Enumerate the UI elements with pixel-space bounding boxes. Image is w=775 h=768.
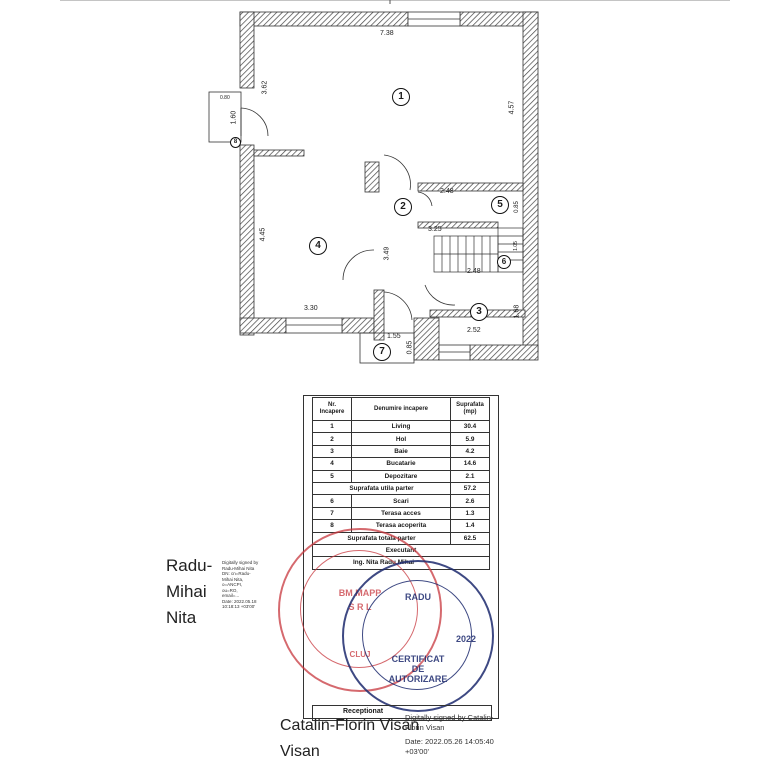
cell-name: Terasa acces [351, 506, 451, 521]
cell-area: 2.1 [450, 469, 490, 483]
room-number-5: 5 [491, 196, 509, 214]
blue-stamp-line-2: CERTIFICAT [391, 654, 445, 664]
header-area: Suprafata (mp) [450, 397, 490, 421]
dsig-line: Mihai Nita, [222, 576, 244, 582]
room-number-6: 6 [497, 255, 511, 269]
blue-stamp-line-3: DE [411, 664, 425, 674]
cell-nr: 1 [312, 419, 352, 434]
header-nr: Nr. Incapere [312, 397, 352, 421]
cell-name: Living [351, 419, 451, 434]
dsig-line: ou=RO, [222, 587, 238, 593]
dsig-line: Digitally signed by [222, 560, 259, 565]
dsig-line: DN: cn=Radu- [222, 571, 251, 576]
cell-nr: 3 [312, 444, 352, 459]
dim-terrace-h: 0.85 [406, 340, 414, 355]
room-number-7: 7 [373, 343, 391, 361]
dsig-line: Date: 2022.05.18 [222, 598, 257, 604]
cell-name: Bucatarie [351, 457, 451, 471]
cell-nr: 4 [312, 457, 352, 471]
room-number-2: 2 [394, 198, 412, 216]
signer-name-line-1: Radu- [166, 556, 213, 575]
signer-name-line-3: Nita [166, 608, 197, 627]
cell-area: 1.4 [450, 519, 490, 533]
cell-nr: 2 [312, 432, 352, 446]
digital-signature-left: Digitally signed by Radu-Mihai Nita DN: … [222, 560, 278, 610]
dsig-right-date: Date: 2022.05.26 14:05:40 [405, 737, 494, 746]
dim-annex-w: 0.80 [220, 95, 230, 101]
dsig-right-line-2: Florin Visan [405, 723, 445, 732]
floor-plan [60, 0, 730, 364]
header-name: Denumire incapere [351, 397, 451, 421]
room-number-1: 1 [392, 88, 410, 106]
dim-top-width: 7.38 [380, 30, 394, 37]
dsig-right-tz: +03'00' [405, 747, 429, 756]
cell-area: 30.4 [450, 419, 490, 434]
dim-terrace-w: 1.55 [387, 333, 401, 340]
dsig-line: email=... [222, 593, 240, 598]
dsig-line: Radu-Mihai Nita [222, 565, 255, 571]
subtotal-label: Suprafata utila parter [312, 481, 451, 496]
blue-stamp-line-1: RADU [405, 592, 431, 602]
cell-nr: 6 [312, 494, 352, 508]
subtotal-value: 57.2 [450, 481, 490, 496]
area-table: Nr. Incapere Denumire incapere Suprafata… [312, 397, 490, 570]
cell-nr: 7 [312, 506, 352, 521]
dim-stair-small: 1.05 [512, 241, 519, 251]
dim-hall-h: 3.49 [383, 246, 391, 261]
walls [239, 11, 539, 361]
signer-name-right-line2: Visan [280, 743, 320, 760]
cell-name: Hol [351, 432, 451, 446]
dim-right-upper: 4.57 [508, 100, 516, 115]
dim-kitchen-w: 3.30 [304, 305, 318, 312]
blue-authorization-stamp: RADU CERTIFICAT DE AUTORIZARE 2022 [342, 560, 494, 712]
cell-name: Scari [351, 494, 451, 508]
cell-area: 4.2 [450, 444, 490, 459]
blue-stamp-line-4: AUTORIZARE [388, 674, 448, 684]
digital-signature-right: Digitally signed by Catalin- Florin Visa… [405, 713, 494, 757]
blue-stamp-year: 2022 [455, 634, 477, 644]
cell-area: 2.6 [450, 494, 490, 508]
room-number-8: 8 [230, 137, 241, 148]
signer-name-line-2: Mihai [166, 582, 207, 601]
dsig-line: 10:18:13 +03'00' [222, 604, 256, 609]
dim-mid-w: 3.25 [428, 226, 442, 233]
cell-area: 1.3 [450, 506, 490, 521]
dim-kitchen-h: 4.45 [259, 227, 267, 242]
dsig-right-line-1: Digitally signed by Catalin- [405, 713, 494, 722]
dim-baie-h: 1.68 [513, 304, 521, 319]
cell-name: Depozitare [351, 469, 451, 483]
dim-depo-h: 0.85 [513, 201, 520, 213]
dim-stair-w: 2.48 [467, 268, 481, 275]
dim-depo-w: 2.48 [440, 188, 454, 195]
room-number-3: 3 [470, 303, 488, 321]
dsig-line: o=ANCPI, [222, 582, 243, 587]
dim-baie-w: 2.52 [467, 327, 481, 334]
cell-nr: 5 [312, 469, 352, 483]
signer-name-right: Catalin-Florin Visan [280, 717, 420, 734]
dim-annex-h: 1.60 [230, 110, 238, 125]
cell-area: 14.6 [450, 457, 490, 471]
cell-name: Baie [351, 444, 451, 459]
total-value: 62.5 [450, 531, 490, 545]
dim-left-upper: 3.62 [261, 80, 269, 95]
signer-name-left: Radu- Mihai Nita [166, 556, 212, 628]
receptionat-label: Receptionat [343, 708, 384, 715]
receptionat-box: Receptionat [312, 705, 492, 721]
room-number-4: 4 [309, 237, 327, 255]
cell-area: 5.9 [450, 432, 490, 446]
